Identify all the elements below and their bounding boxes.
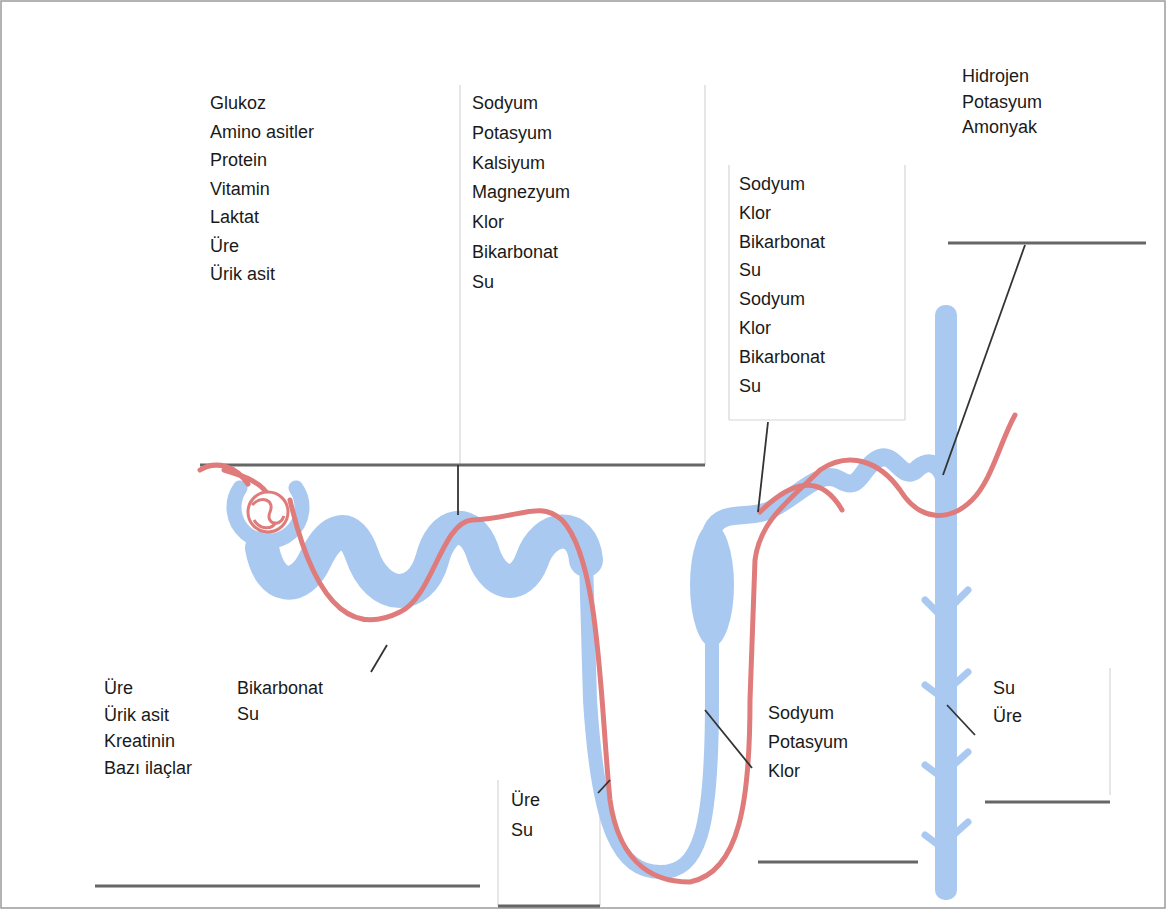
- substance-label: Klor: [739, 202, 771, 224]
- leader-lines: [371, 245, 1025, 793]
- substance-label: Magnezyum: [472, 181, 570, 203]
- substance-label: Üre: [104, 677, 133, 699]
- substance-label: Sodyum: [739, 288, 805, 310]
- substance-label: Bazı ilaçlar: [104, 757, 192, 779]
- substance-label: Amonyak: [962, 116, 1037, 138]
- callout-rules: [95, 243, 1146, 906]
- substance-label: Su: [993, 677, 1015, 699]
- substance-label: Hidrojen: [962, 65, 1029, 87]
- substance-label: Ürik asit: [104, 704, 169, 726]
- blood-vessel: [200, 415, 1015, 882]
- substance-label: Laktat: [210, 206, 259, 228]
- substance-label: Sodyum: [739, 173, 805, 195]
- substance-label: Glukoz: [210, 92, 266, 114]
- substance-label: Vitamin: [210, 178, 270, 200]
- substance-label: Potasyum: [768, 731, 848, 753]
- thick-ascending-limb: [690, 523, 734, 647]
- substance-label: Potasyum: [962, 91, 1042, 113]
- substance-label: Klor: [739, 317, 771, 339]
- substance-label: Üre: [511, 789, 540, 811]
- substance-label: Su: [739, 259, 761, 281]
- substance-label: Sodyum: [472, 92, 538, 114]
- substance-label: Su: [739, 375, 761, 397]
- substance-label: Bikarbonat: [237, 677, 323, 699]
- substance-label: Su: [237, 703, 259, 725]
- substance-label: Bikarbonat: [739, 231, 825, 253]
- substance-label: Bikarbonat: [739, 346, 825, 368]
- substance-label: Üre: [993, 705, 1022, 727]
- callout-box-lines: [460, 85, 1110, 906]
- substance-label: Su: [472, 271, 494, 293]
- substance-label: Amino asitler: [210, 121, 314, 143]
- substance-label: Kalsiyum: [472, 152, 545, 174]
- substance-label: Üre: [210, 235, 239, 257]
- substance-label: Kreatinin: [104, 730, 175, 752]
- substance-label: Klor: [472, 211, 504, 233]
- substance-label: Su: [511, 819, 533, 841]
- substance-label: Bikarbonat: [472, 241, 558, 263]
- substance-label: Klor: [768, 760, 800, 782]
- substance-label: Protein: [210, 149, 267, 171]
- substance-label: Ürik asit: [210, 263, 275, 285]
- substance-label: Sodyum: [768, 702, 834, 724]
- glomerulus: [248, 492, 288, 532]
- renal-tubule: [234, 457, 945, 872]
- substance-label: Potasyum: [472, 122, 552, 144]
- collecting-duct: [925, 305, 968, 900]
